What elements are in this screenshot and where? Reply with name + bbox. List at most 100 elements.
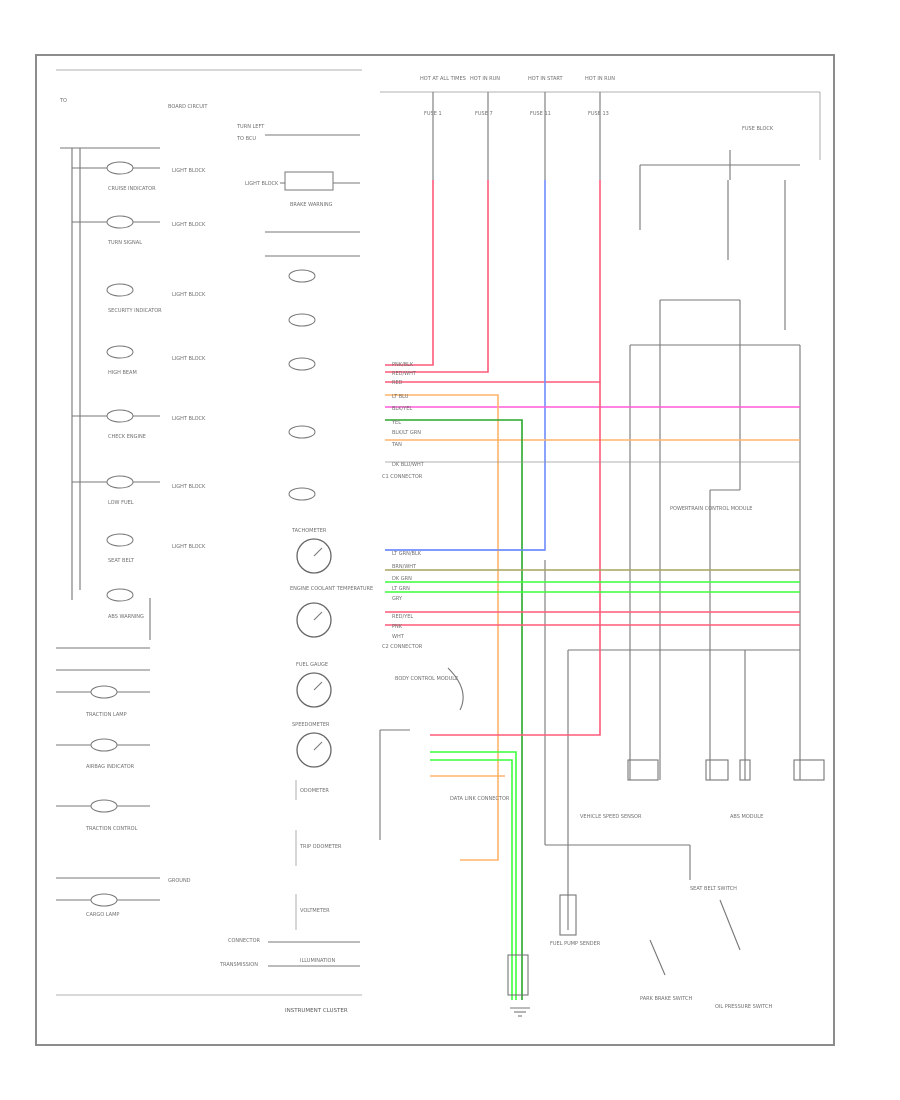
lower-bulb-caption-4: CARGO LAMP bbox=[86, 912, 119, 918]
bulb-icon bbox=[106, 283, 134, 297]
light-label-6: LIGHT BLOCK bbox=[172, 484, 206, 490]
light-label-1: LIGHT BLOCK bbox=[172, 168, 206, 174]
component-label-2: POWERTRAIN CONTROL MODULE bbox=[670, 506, 752, 512]
connector-icon bbox=[507, 954, 529, 996]
switches bbox=[447, 667, 741, 976]
footer-title: INSTRUMENT CLUSTER bbox=[285, 1008, 348, 1014]
bulb-icon bbox=[288, 357, 316, 371]
wire-label-10: LT GRN/BLK bbox=[392, 551, 422, 557]
bulb-icon bbox=[90, 685, 118, 699]
bulb-column-left bbox=[106, 161, 134, 602]
component-label-4: VEHICLE SPEED SENSOR bbox=[580, 814, 642, 820]
component-label-7: SEAT BELT SWITCH bbox=[690, 886, 737, 892]
bulb-icon bbox=[106, 475, 134, 489]
bulb-caption-7: SEAT BELT bbox=[108, 558, 135, 564]
light-label-5: LIGHT BLOCK bbox=[172, 416, 206, 422]
wire-label-12: DK GRN bbox=[392, 576, 412, 582]
bottom-label-2: TRIP ODOMETER bbox=[299, 844, 342, 850]
bottom-label-1: ODOMETER bbox=[300, 788, 329, 794]
bulb-caption-6: LOW FUEL bbox=[108, 500, 134, 506]
harness-upper bbox=[385, 180, 800, 1000]
bulb-icon bbox=[90, 738, 118, 752]
wire-label-3: RED bbox=[392, 380, 403, 386]
light-feeds bbox=[60, 134, 360, 967]
bulb-icon bbox=[106, 588, 134, 602]
bulb-icon bbox=[288, 425, 316, 439]
bulb-caption-4: HIGH BEAM bbox=[108, 370, 137, 376]
right-panel: HOT AT ALL TIMES HOT IN RUN HOT IN START… bbox=[379, 76, 825, 1017]
connector-pins bbox=[507, 759, 825, 996]
fuse-sub-3: FUSE 11 bbox=[530, 111, 551, 117]
lower-bulbs bbox=[56, 647, 160, 907]
gauges bbox=[296, 538, 332, 768]
wire-label-1: PNK/BLK bbox=[392, 362, 414, 368]
bottom-label-4: ILLUMINATION bbox=[300, 958, 335, 964]
bulb-caption-1: CRUISE INDICATOR bbox=[108, 186, 156, 192]
bulb-caption-2: TURN SIGNAL bbox=[107, 240, 142, 246]
wire-label-11: BRN/WHT bbox=[392, 564, 417, 570]
light-label-4: LIGHT BLOCK bbox=[172, 356, 206, 362]
component-label-3: DATA LINK CONNECTOR bbox=[450, 796, 510, 802]
connector-icon bbox=[793, 759, 825, 781]
lower-right-label-3: TRANSMISSION bbox=[219, 962, 258, 968]
fuse-sub-4: FUSE 13 bbox=[588, 111, 609, 117]
bulb-caption-8: ABS WARNING bbox=[108, 614, 144, 620]
fuse-label-2: HOT IN RUN bbox=[470, 76, 500, 82]
lower-bulb-caption-1: TRACTION LAMP bbox=[85, 712, 127, 718]
bulb-icon bbox=[106, 533, 134, 547]
wire-label-6: YEL bbox=[391, 420, 401, 426]
wire-label-13: LT GRN bbox=[392, 586, 410, 592]
bulb-icon bbox=[288, 313, 316, 327]
lower-bulb-caption-3: TRACTION CONTROL bbox=[85, 826, 138, 832]
lower-right-label-1: GROUND bbox=[168, 878, 191, 884]
wire-label-2: RED/WHT bbox=[392, 371, 417, 377]
wire-label-5: BLK/YEL bbox=[392, 406, 412, 412]
harness-lower bbox=[385, 549, 800, 1000]
fuse-label-1: HOT AT ALL TIMES bbox=[420, 76, 466, 82]
lower-right-label-2: CONNECTOR bbox=[228, 938, 261, 944]
bulb-icon bbox=[106, 215, 134, 229]
bulb-icon bbox=[90, 799, 118, 813]
dark-wires bbox=[379, 92, 801, 930]
gauge-caption-4: SPEEDOMETER bbox=[292, 722, 330, 728]
connector-upper: C1 CONNECTOR bbox=[382, 474, 423, 480]
component-label-6: ABS MODULE bbox=[730, 814, 763, 820]
light-label-8: LIGHT BLOCK bbox=[245, 181, 279, 187]
component-label-9: OIL PRESSURE SWITCH bbox=[715, 1004, 773, 1010]
component-label-8: PARK BRAKE SWITCH bbox=[640, 996, 692, 1002]
ground-icon bbox=[510, 1007, 530, 1017]
connector-icon bbox=[284, 171, 334, 191]
gauge-caption-1: TACHOMETER bbox=[291, 528, 327, 534]
bulb-icon bbox=[106, 345, 134, 359]
lower-bulb-caption-2: AIRBAG INDICATOR bbox=[86, 764, 135, 770]
wire-label-7: BLK/LT GRN bbox=[392, 430, 421, 436]
header-right: BOARD CIRCUIT bbox=[168, 104, 208, 110]
component-label-5: FUEL PUMP SENDER bbox=[550, 941, 601, 947]
top-right-sub: TO BCU bbox=[236, 136, 256, 142]
bulb-icon bbox=[106, 161, 134, 175]
wire-label-15: RED/YEL bbox=[392, 614, 413, 620]
connector-icon bbox=[627, 759, 659, 781]
bulb-icon bbox=[288, 487, 316, 501]
wire-label-16: PNK bbox=[392, 624, 403, 630]
connector-icon bbox=[739, 759, 751, 781]
bulb-icon bbox=[106, 409, 134, 423]
left-panel: TO BOARD CIRCUIT TURN LEFT TO BCU LIGHT … bbox=[56, 98, 373, 968]
fuse-label-4: HOT IN RUN bbox=[585, 76, 615, 82]
diagram-frame bbox=[35, 54, 835, 1046]
connector-icon bbox=[559, 894, 577, 936]
bulb-caption-5: CHECK ENGINE bbox=[108, 434, 146, 440]
gauge-caption-3: FUEL GAUGE bbox=[296, 662, 328, 668]
connector-lower: C2 CONNECTOR bbox=[382, 644, 423, 650]
top-right-box: FUSE BLOCK bbox=[742, 126, 774, 132]
top-right-label: TURN LEFT bbox=[236, 124, 265, 130]
header-left: TO bbox=[59, 98, 67, 104]
bulb-icon bbox=[288, 269, 316, 283]
fuse-label-3: HOT IN START bbox=[528, 76, 564, 82]
light-label-3: LIGHT BLOCK bbox=[172, 292, 206, 298]
wire-label-9: DK BLU/WHT bbox=[392, 462, 425, 468]
bottom-label-3: VOLTMETER bbox=[300, 908, 330, 914]
switch-icon bbox=[649, 939, 666, 976]
bulb-column-middle bbox=[284, 171, 334, 501]
